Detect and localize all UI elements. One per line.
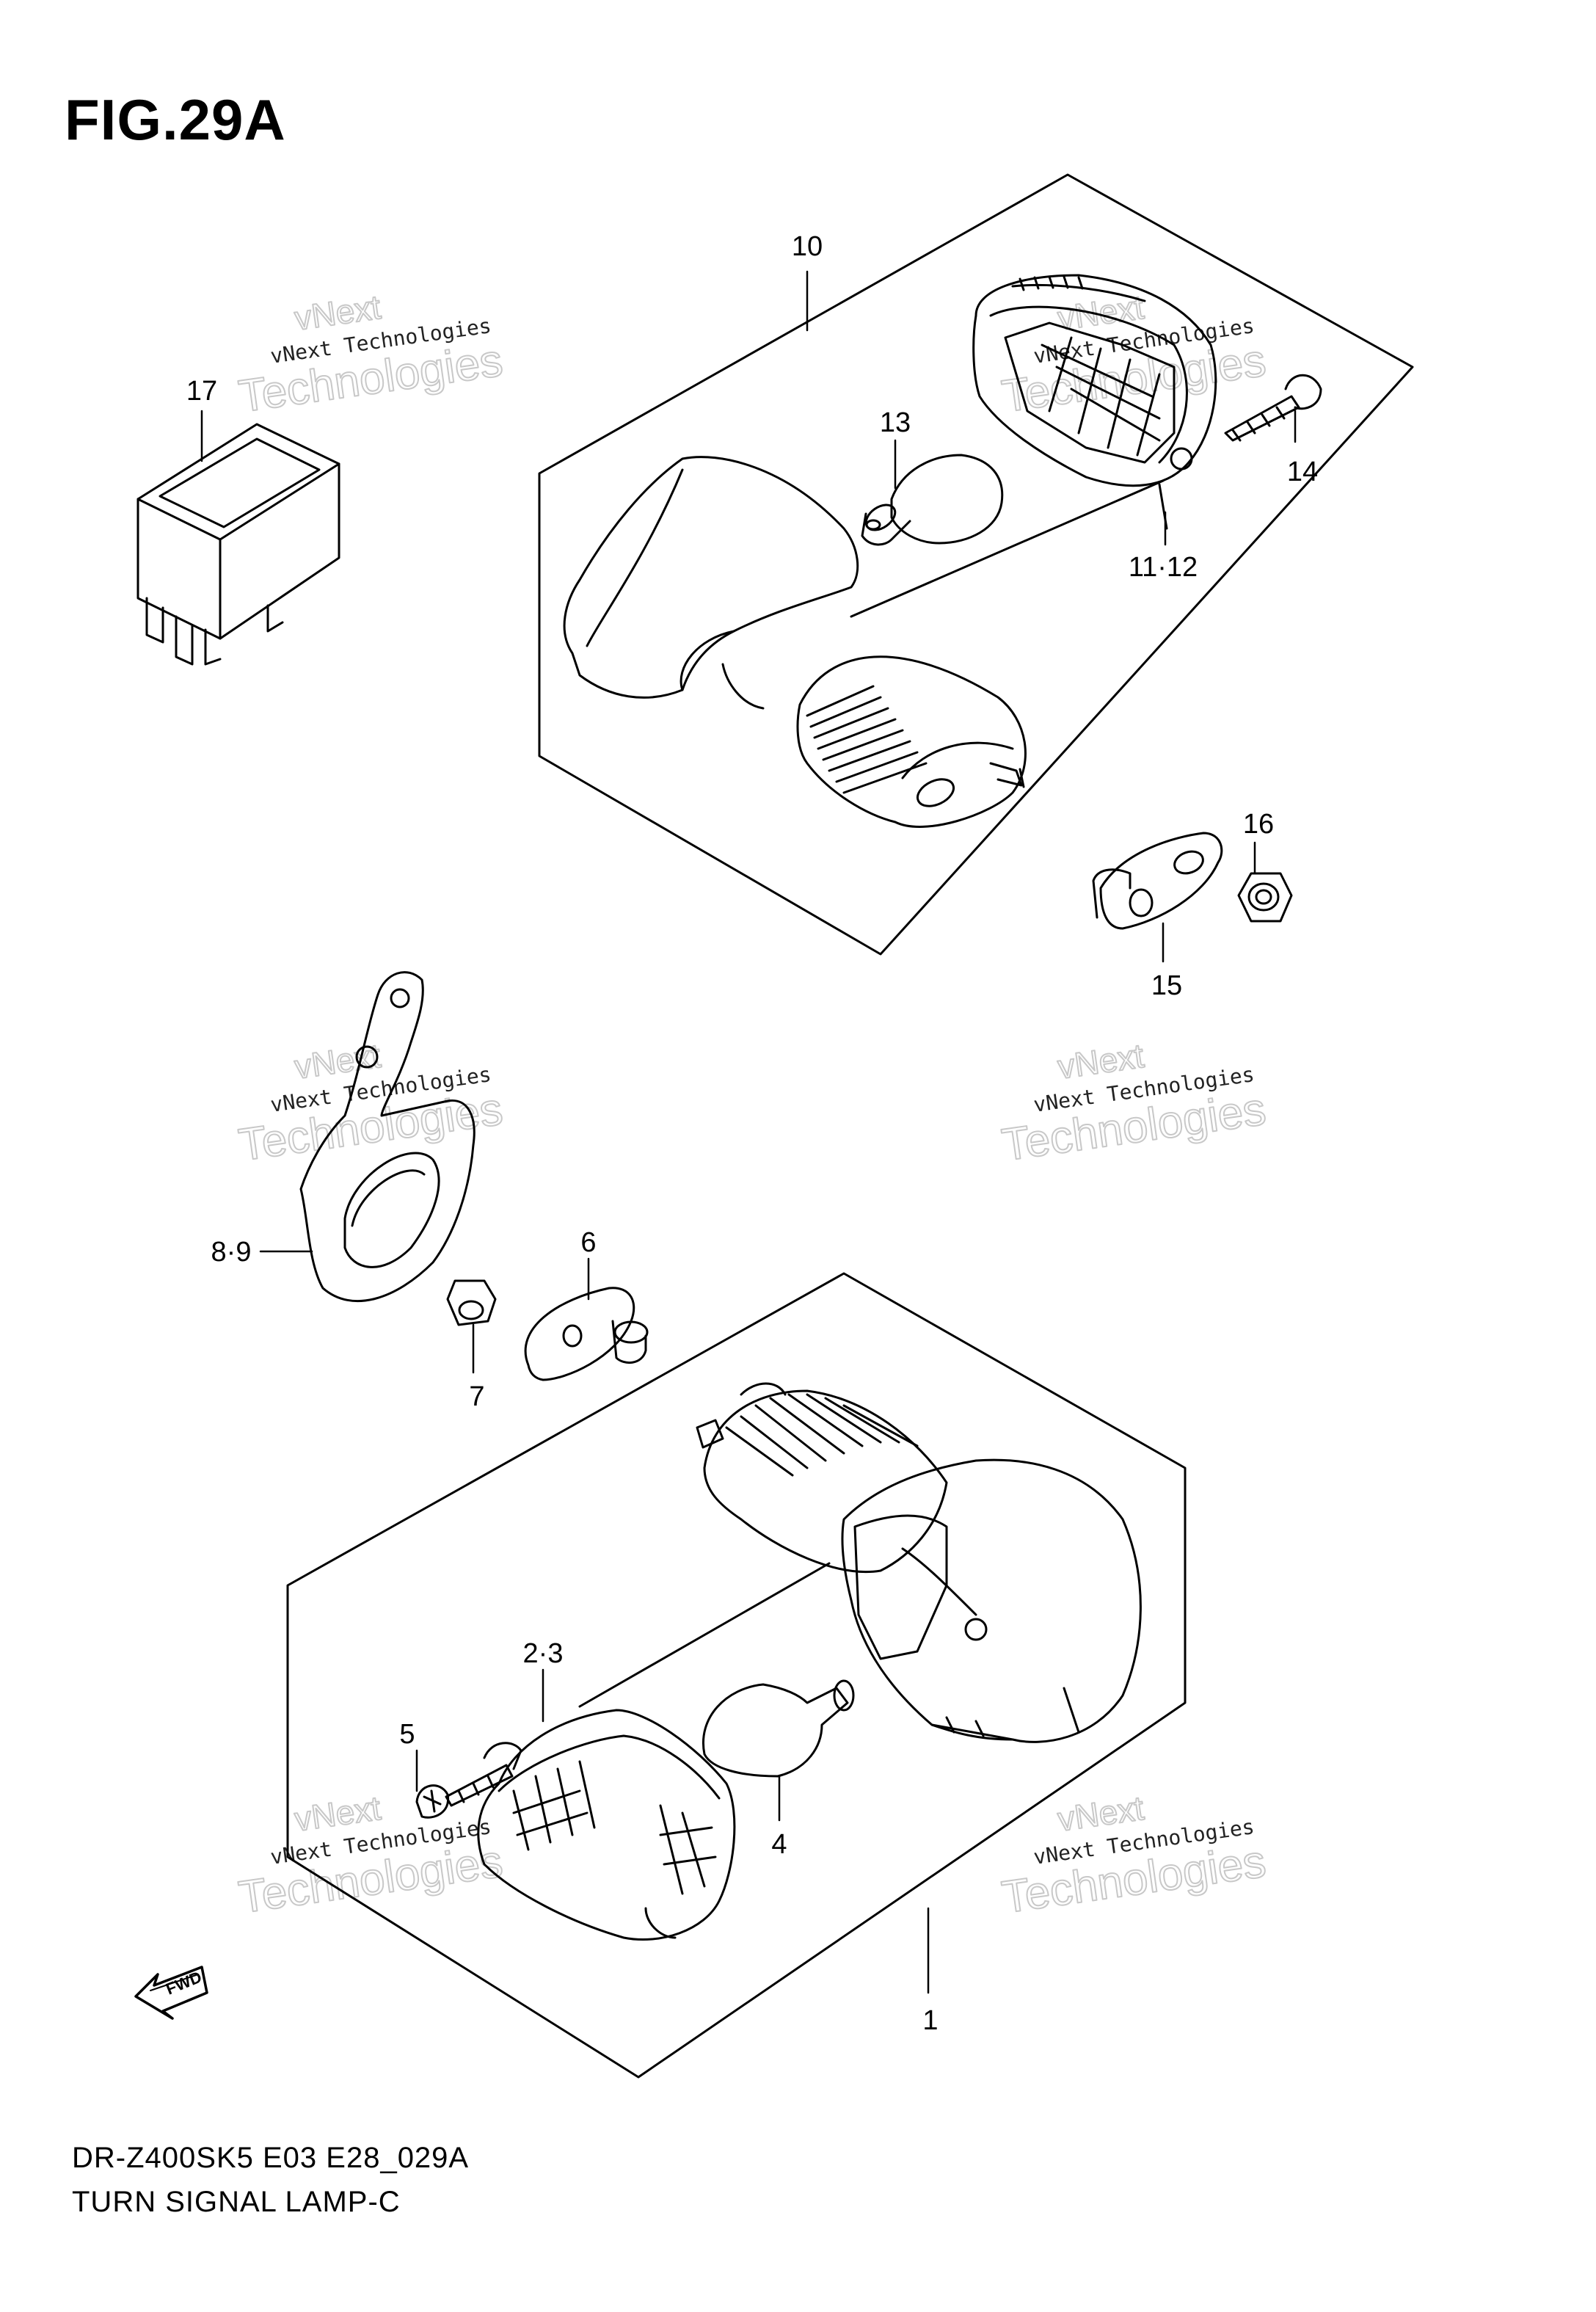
watermark-group: vNext vNext Technologies Technologies vN…	[235, 287, 1269, 1924]
turn-signal-assembly-1	[415, 1382, 1142, 1941]
callout-5: 5	[399, 1719, 415, 1750]
callout-10: 10	[792, 231, 823, 262]
callout-labels: 10 17 13 14 11·12 16 15 8·9 6 7 2·3 5 4 …	[186, 231, 1318, 2036]
callout-4: 4	[771, 1829, 787, 1860]
leader-lines	[200, 270, 1297, 1994]
callout-16: 16	[1243, 809, 1274, 840]
callout-7: 7	[469, 1381, 484, 1412]
figure-title: FIG.29A	[65, 87, 286, 152]
nut-part-16	[1237, 872, 1293, 923]
watermark-3: vNext vNext Technologies Technologies	[235, 1036, 506, 1171]
watermark-5: vNext vNext Technologies Technologies	[235, 1788, 506, 1924]
turn-signal-assembly-10	[563, 274, 1322, 828]
watermark-1: vNext vNext Technologies Technologies	[235, 287, 506, 423]
assembly-box-10	[538, 173, 1414, 956]
callout-14: 14	[1287, 457, 1318, 487]
callout-8-9: 8·9	[211, 1237, 252, 1268]
callout-6: 6	[580, 1227, 596, 1258]
watermark-4: vNext vNext Technologies Technologies	[998, 1036, 1269, 1171]
bracket-part-8-9	[299, 971, 475, 1303]
relay-part-17	[136, 423, 340, 666]
fwd-arrow-icon: FWD	[134, 1966, 208, 2020]
callout-11-12: 11·12	[1129, 552, 1198, 583]
diagram-title: TURN SIGNAL LAMP-C	[72, 2186, 401, 2218]
assembly-box-1	[286, 1272, 1187, 2079]
callout-2-3: 2·3	[523, 1638, 564, 1669]
cushion-part-6	[524, 1287, 649, 1381]
watermark-6: vNext vNext Technologies Technologies	[998, 1788, 1269, 1924]
fwd-label: FWD	[164, 1968, 205, 1999]
callout-15: 15	[1151, 970, 1182, 1001]
callout-1: 1	[922, 2005, 938, 2036]
callout-13: 13	[880, 407, 911, 438]
model-code: DR-Z400SK5 E03 E28_029A	[72, 2142, 470, 2174]
cushion-part-15	[1092, 832, 1223, 930]
callout-17: 17	[186, 376, 217, 407]
collar-part-7	[446, 1279, 497, 1326]
